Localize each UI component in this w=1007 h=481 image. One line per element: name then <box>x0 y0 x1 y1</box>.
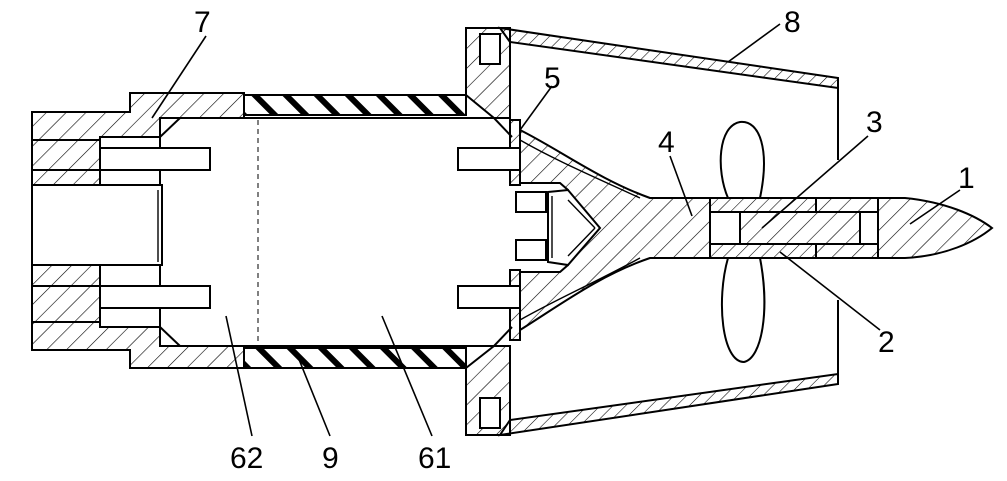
label-61: 61 <box>418 442 451 475</box>
rear-bolts <box>32 147 211 309</box>
chamber-liner <box>159 117 513 347</box>
label-3: 3 <box>866 106 883 139</box>
outer-sleeve-part-9 <box>243 94 467 369</box>
leader-9 <box>295 351 331 437</box>
label-5: 5 <box>544 62 561 95</box>
label-2: 2 <box>878 326 895 359</box>
front-mount-part-5 <box>457 119 547 341</box>
part-labels: 7 8 5 4 3 1 2 62 9 61 <box>194 6 975 475</box>
leader-lines <box>151 23 961 437</box>
leader-3 <box>761 135 869 229</box>
leader-5 <box>519 85 553 131</box>
rear-cap-part-7 <box>31 92 245 369</box>
leader-7 <box>151 35 207 119</box>
nozzle-shroud-part-8 <box>497 26 839 437</box>
label-1: 1 <box>958 162 975 195</box>
label-62: 62 <box>230 442 263 475</box>
leader-61 <box>381 315 433 437</box>
shaft-hub-part-4 <box>519 128 711 332</box>
leader-1 <box>909 189 961 225</box>
nose-cone-part-1 <box>815 197 994 259</box>
label-7: 7 <box>194 6 211 39</box>
propeller-blades <box>719 120 766 364</box>
front-flange <box>465 27 511 436</box>
leader-8 <box>727 23 781 63</box>
label-4: 4 <box>658 126 675 159</box>
label-9: 9 <box>322 442 339 475</box>
leader-4 <box>669 155 693 217</box>
leader-62 <box>225 315 253 437</box>
leader-2 <box>779 251 881 331</box>
label-8: 8 <box>784 6 801 39</box>
